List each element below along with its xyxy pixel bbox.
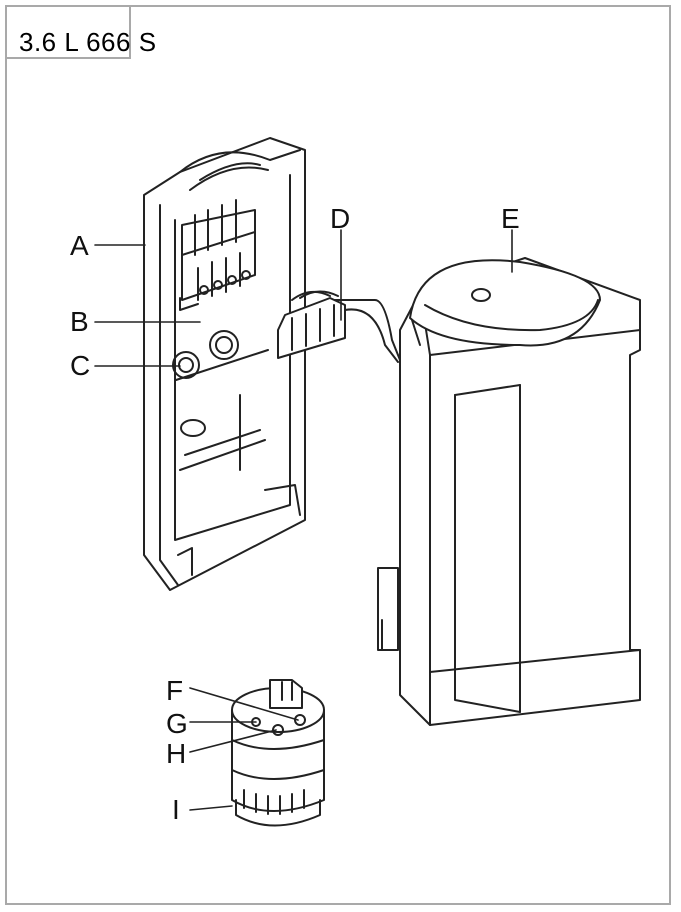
callout-E: E bbox=[501, 203, 520, 234]
callout-C: C bbox=[70, 350, 91, 381]
callout-D: D bbox=[330, 203, 351, 234]
section-title: 3.6 L 666 S bbox=[19, 27, 157, 57]
mounting-base-plate bbox=[143, 137, 306, 591]
callout-I: I bbox=[172, 794, 180, 825]
callout-A: A bbox=[70, 230, 89, 261]
title-box: 3.6 L 666 S bbox=[5, 5, 156, 59]
figure-frame bbox=[5, 5, 671, 905]
sensor-module bbox=[231, 679, 325, 827]
actuator-housing bbox=[377, 257, 641, 726]
callout-H: H bbox=[166, 738, 187, 769]
callout-G: G bbox=[166, 708, 188, 739]
leader-lines bbox=[94, 229, 513, 811]
callout-B: B bbox=[70, 306, 89, 337]
connector-plug bbox=[277, 290, 401, 373]
callout-F: F bbox=[166, 675, 184, 706]
